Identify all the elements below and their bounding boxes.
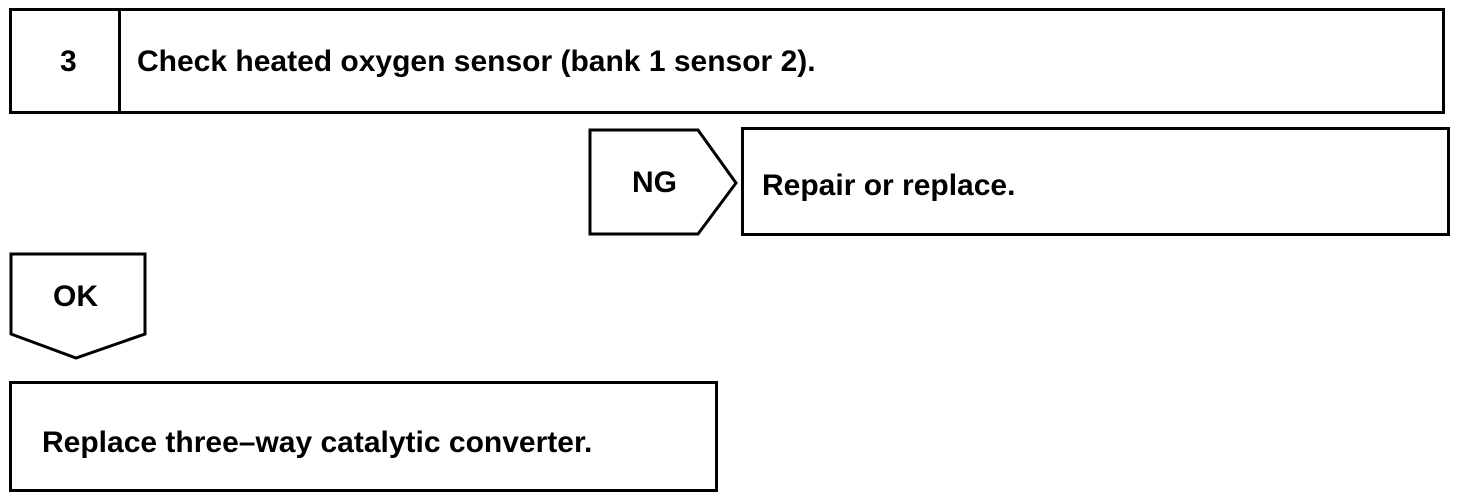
ok-action-text: Replace three–way catalytic converter. — [42, 426, 593, 459]
ng-action-text: Repair or replace. — [762, 169, 1016, 202]
ok-action-box: Replace three–way catalytic converter. — [9, 381, 718, 492]
ok-arrow-shape — [9, 252, 147, 360]
step-box: 3 Check heated oxygen sensor (bank 1 sen… — [9, 8, 1445, 114]
step-title: Check heated oxygen sensor (bank 1 senso… — [137, 45, 816, 78]
ok-label: OK — [53, 280, 98, 313]
ng-label: NG — [632, 166, 677, 199]
step-number: 3 — [60, 45, 77, 78]
step-number-divider — [118, 11, 121, 111]
ng-action-box: Repair or replace. — [741, 127, 1450, 236]
ng-arrow-shape — [588, 128, 738, 236]
